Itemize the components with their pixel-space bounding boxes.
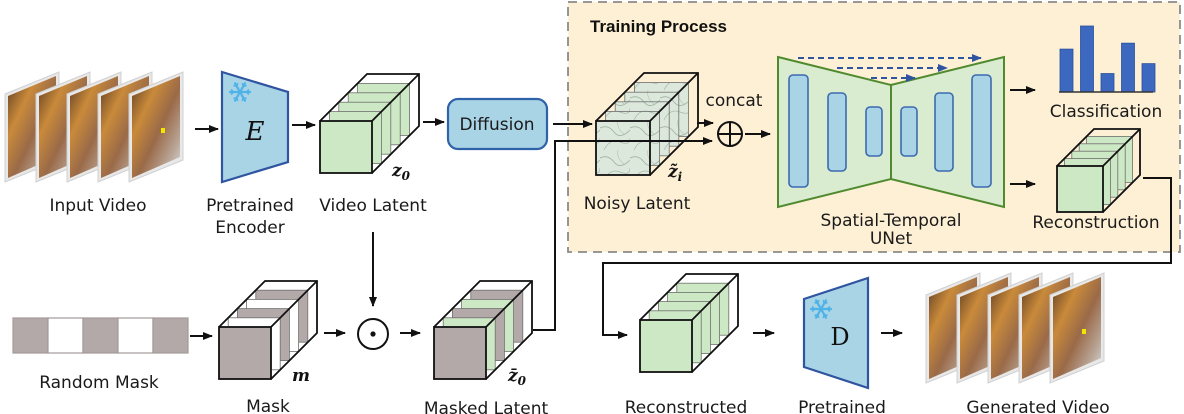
noisy-latent-cube — [595, 72, 699, 176]
reconstruction-cube — [1056, 128, 1141, 213]
pretrained-encoder-label-line2: Encoder — [215, 218, 285, 238]
diffusion-box — [446, 97, 549, 151]
concat-plus-icon — [717, 121, 743, 147]
pretrained-encoder-label-line1: Pretrained — [206, 196, 294, 216]
cube-edge — [1102, 128, 1141, 167]
cube-front-face — [1056, 165, 1104, 213]
cube-edge — [270, 280, 318, 328]
random-mask-cell — [152, 317, 189, 354]
generated-video-label: Generated Video — [966, 398, 1109, 414]
cube-edge — [485, 280, 533, 328]
classification-bar — [1059, 48, 1074, 93]
generated-video-frames — [925, 272, 1105, 384]
unet-label-line2: UNet — [870, 229, 913, 249]
video-frame-image — [1053, 277, 1101, 379]
unet-block — [788, 74, 809, 188]
classification-bar — [1121, 42, 1135, 93]
cube-front-face — [218, 326, 272, 380]
cube-front-face — [595, 120, 651, 176]
diffusion-label: Diffusion — [459, 115, 534, 135]
cube-front-face — [639, 319, 693, 373]
classification-bar — [1080, 25, 1094, 93]
cube-edge — [691, 273, 739, 321]
video-latent-cube — [319, 73, 420, 174]
cube-front-face — [433, 326, 487, 380]
connector-reconstruction-to-reconstructed — [602, 177, 1172, 339]
unet-block — [971, 74, 992, 188]
snowflake-icon — [228, 82, 252, 102]
decoder-symbol: D — [830, 323, 849, 351]
pretrained-decoder-label: Pretrained — [798, 398, 886, 414]
input-video-frames — [4, 71, 184, 183]
video-frame-image — [132, 76, 180, 178]
masked-latent-symbol: z̄0 — [507, 366, 527, 388]
connector-masked-to-concat — [533, 137, 713, 331]
unet-block — [827, 92, 847, 172]
hadamard-product-icon — [357, 318, 389, 350]
encoder-symbol: E — [245, 117, 265, 147]
classification-bar — [1100, 73, 1115, 93]
reconstructed-cube — [639, 273, 739, 373]
training-process-title: Training Process — [590, 17, 727, 36]
unet-label-line1: Spatial-Temporal — [821, 211, 962, 231]
random-mask-cell — [117, 317, 154, 354]
unet-block — [865, 106, 883, 157]
dog-eye — [1082, 329, 1086, 334]
classification-label: Classification — [1050, 102, 1162, 122]
dog-eye — [161, 128, 165, 133]
spatial-temporal-unet — [777, 54, 1005, 209]
noisy-latent-symbol: z̃i — [667, 162, 683, 184]
random-mask-cell — [47, 317, 84, 354]
video-latent-label: Video Latent — [319, 196, 427, 216]
pretrained-decoder: D — [802, 276, 870, 390]
masked-latent-label: Masked Latent — [424, 399, 549, 414]
mask-symbol: m — [292, 366, 310, 386]
video-latent-symbol: z0 — [391, 161, 411, 183]
classification-bar — [1141, 63, 1156, 93]
mask-label: Mask — [246, 397, 290, 414]
random-mask-cell — [82, 317, 119, 354]
random-mask-strip — [12, 317, 189, 354]
unet-block — [900, 106, 918, 157]
concat-label: concat — [706, 91, 763, 111]
random-mask-cell — [12, 317, 49, 354]
input-video-label: Input Video — [49, 196, 146, 216]
reconstructed-label: Reconstructed — [625, 398, 748, 414]
random-mask-label: Random Mask — [39, 373, 159, 393]
cube-edge — [371, 73, 420, 122]
mask-cube — [218, 280, 318, 380]
pretrained-encoder: E — [220, 70, 290, 184]
unet-block — [934, 92, 954, 172]
masked-latent-cube — [433, 280, 533, 380]
cube-front-face — [319, 120, 373, 174]
snowflake-icon — [809, 299, 833, 319]
cube-edge — [649, 72, 699, 122]
reconstruction-label: Reconstruction — [1032, 213, 1159, 233]
noisy-latent-label: Noisy Latent — [584, 194, 691, 214]
